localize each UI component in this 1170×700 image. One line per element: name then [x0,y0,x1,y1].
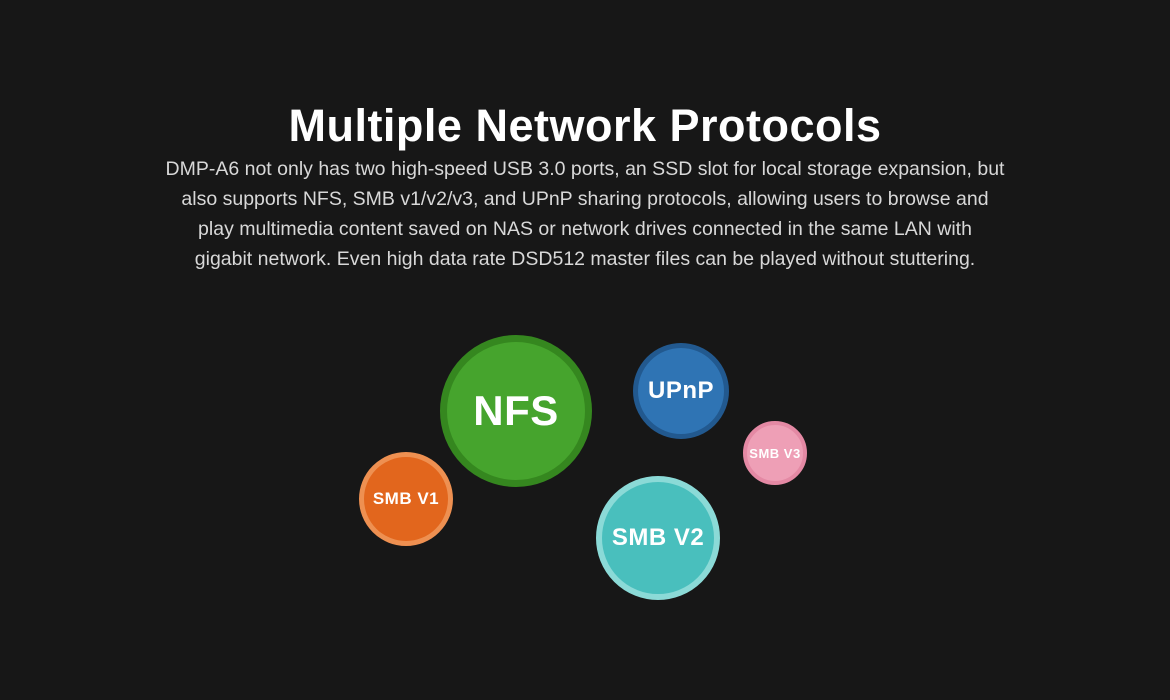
protocol-label-smb-v2: SMB V2 [611,524,705,551]
description-line: also supports NFS, SMB v1/v2/v3, and UPn… [181,188,989,210]
description-line: DMP-A6 not only has two high-speed USB 3… [165,158,1005,180]
section-description: DMP-A6 not only has two high-speed USB 3… [125,154,1045,274]
description-line: gigabit network. Even high data rate DSD… [194,248,976,270]
page-title: Multiple Network Protocols [288,100,882,152]
protocol-bubble-smb-v1: SMB V1 [359,452,453,546]
protocol-bubble-nfs: NFS [440,335,592,487]
protocol-label-upnp: UPnP [647,377,714,404]
protocol-bubble-smb-v2: SMB V2 [596,476,720,600]
protocol-label-smb-v3: SMB V3 [749,445,801,461]
protocol-bubble-upnp: UPnP [633,343,729,439]
protocol-label-nfs: NFS [473,387,559,434]
description-line: play multimedia content saved on NAS or … [198,218,972,240]
protocol-label-smb-v1: SMB V1 [372,489,440,508]
protocol-bubble-smb-v3: SMB V3 [743,421,807,485]
